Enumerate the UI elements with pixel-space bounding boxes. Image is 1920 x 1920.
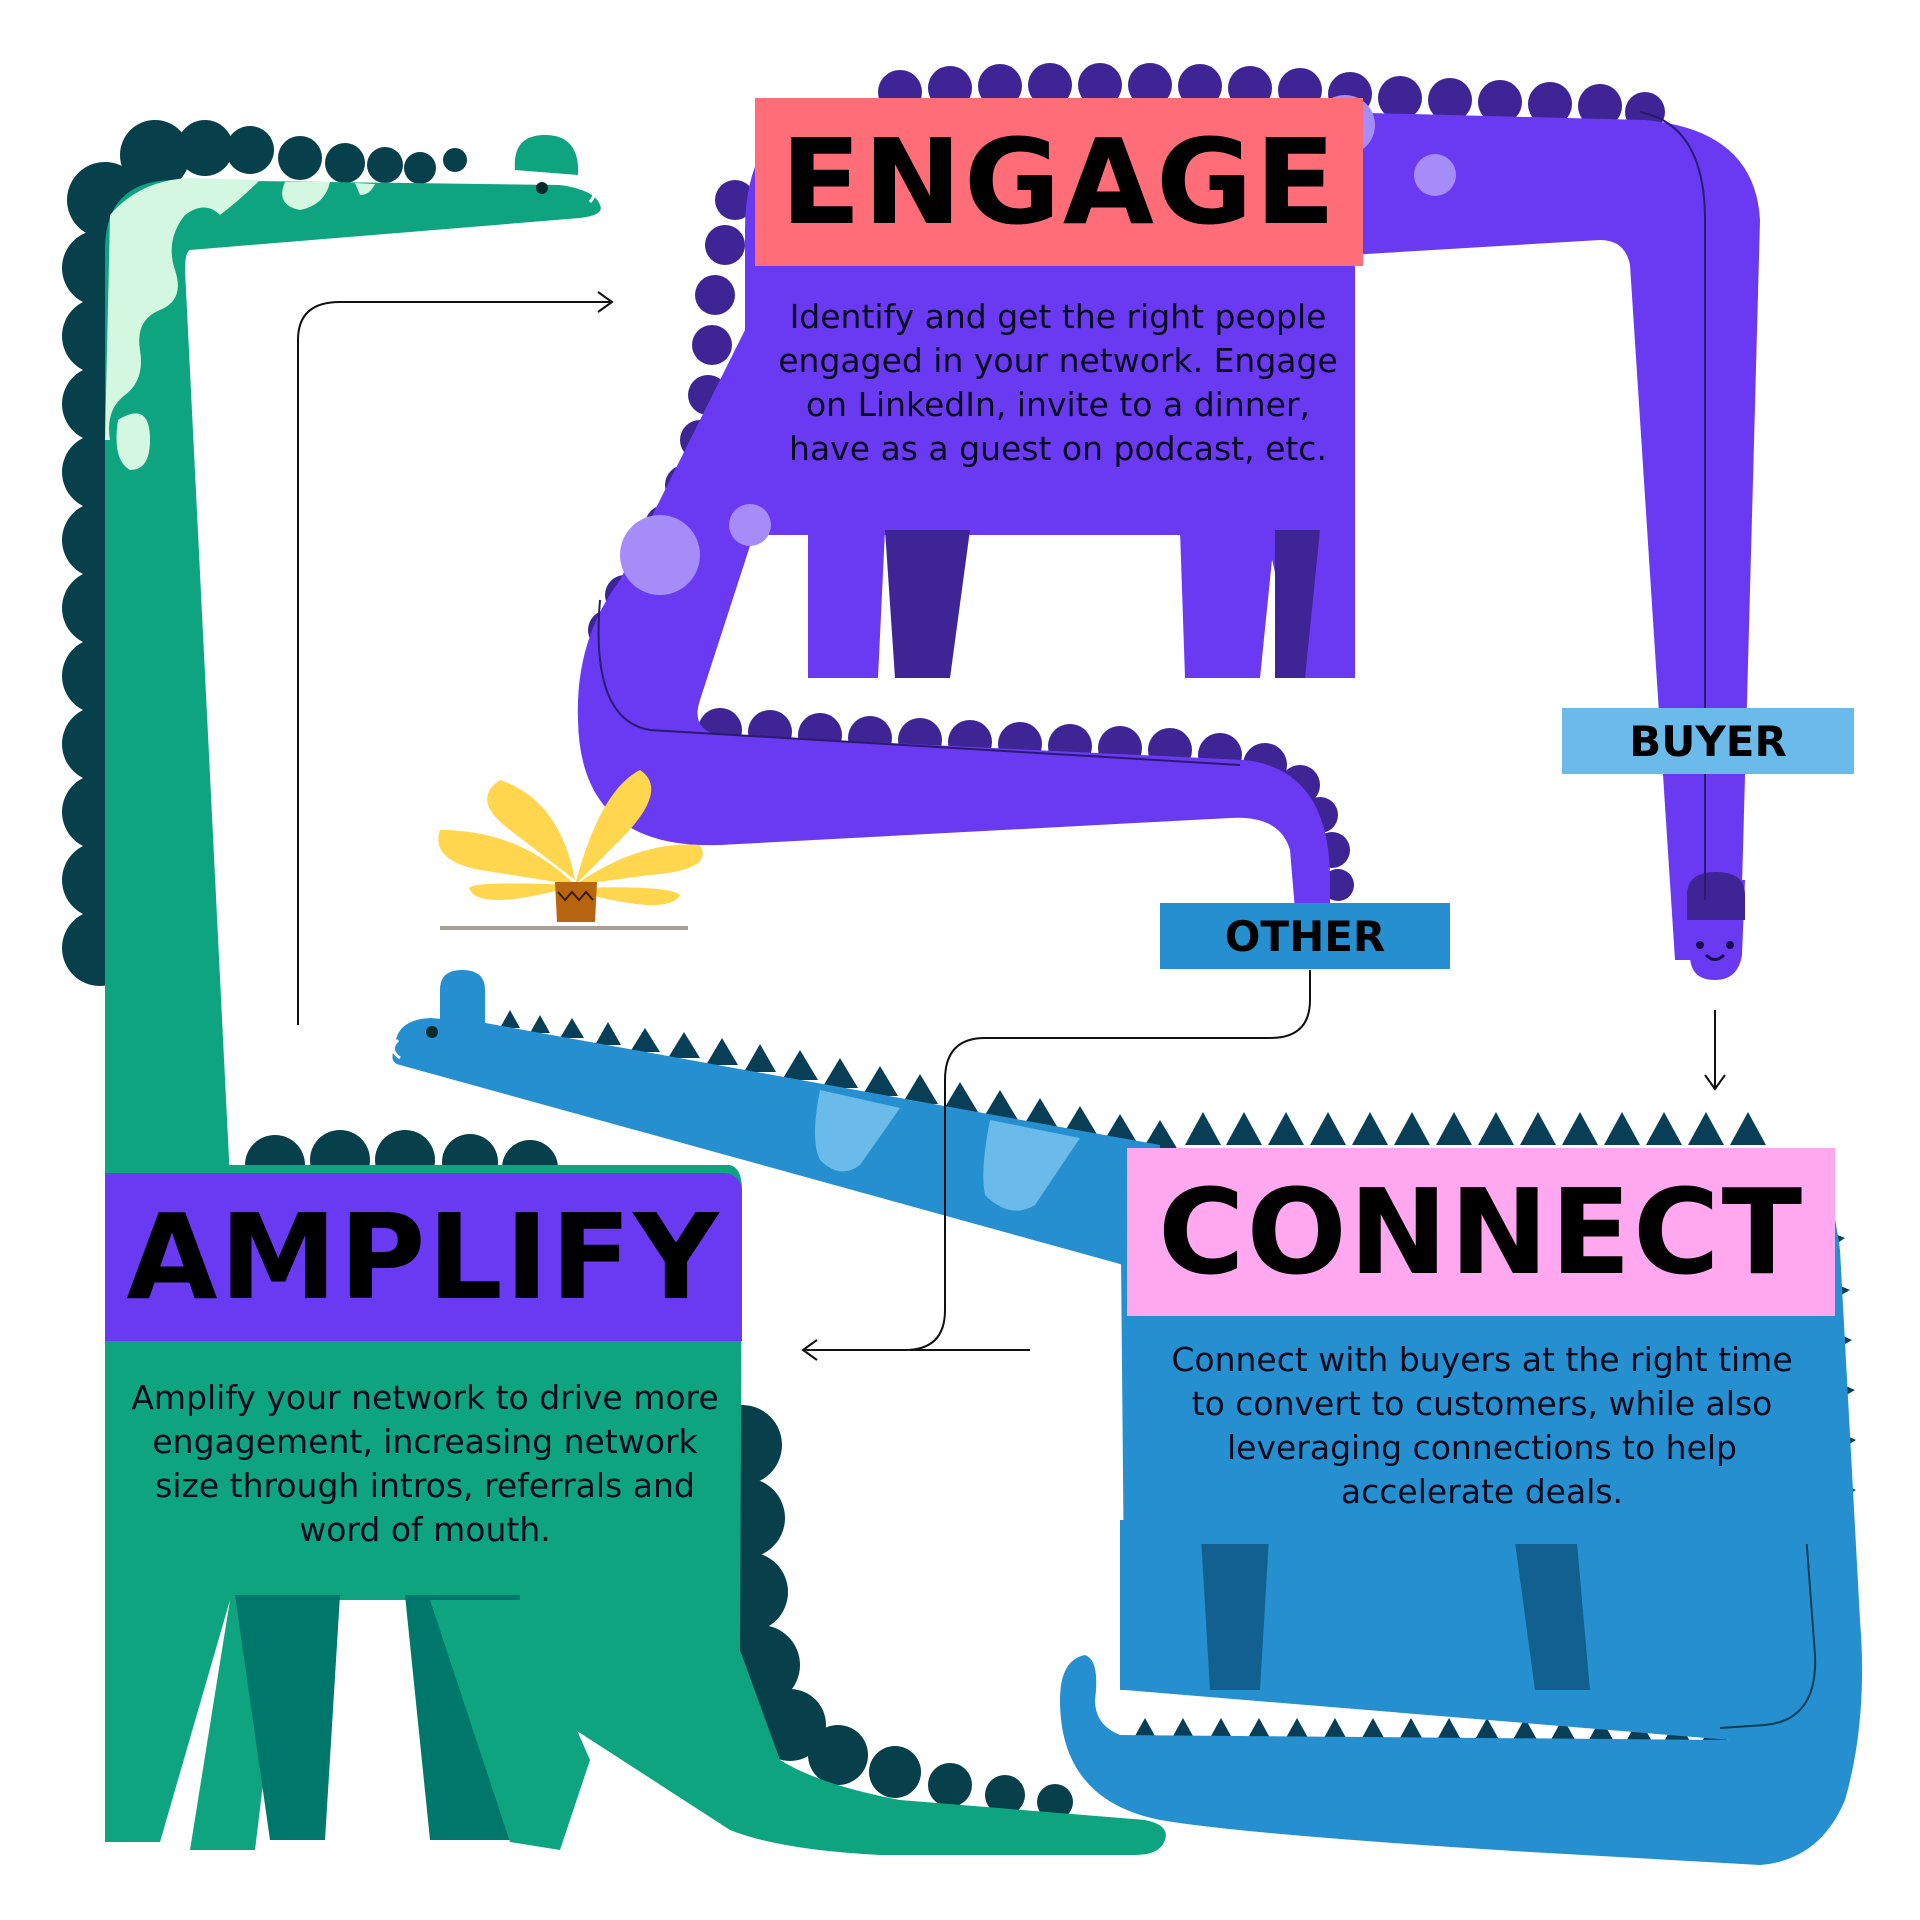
arrow-amplify-to-engage <box>297 301 610 1025</box>
arrow-head-amplify <box>801 1339 818 1361</box>
connect-description: Connect with buyers at the right time to… <box>1171 1340 1793 1511</box>
connect-title: CONNECT <box>1127 1148 1835 1316</box>
arrow-other-to-amplify <box>805 970 1311 1351</box>
arrow-head-engage <box>597 291 614 313</box>
connect-text-panel <box>1132 1316 1832 1544</box>
engage-description: Identify and get the right people engage… <box>778 297 1338 468</box>
buyer-tag: BUYER <box>1562 708 1854 774</box>
flow-arrows <box>297 291 1726 1361</box>
amplify-title: AMPLIFY <box>105 1173 742 1341</box>
engage-title: ENGAGE <box>755 98 1363 266</box>
amplify-description: Amplify your network to drive more engag… <box>131 1378 719 1549</box>
potted-plant <box>438 770 703 930</box>
green-dino-spots <box>105 178 375 470</box>
arrow-head-connect <box>1704 1074 1726 1091</box>
other-tag: OTHER <box>1160 903 1450 969</box>
